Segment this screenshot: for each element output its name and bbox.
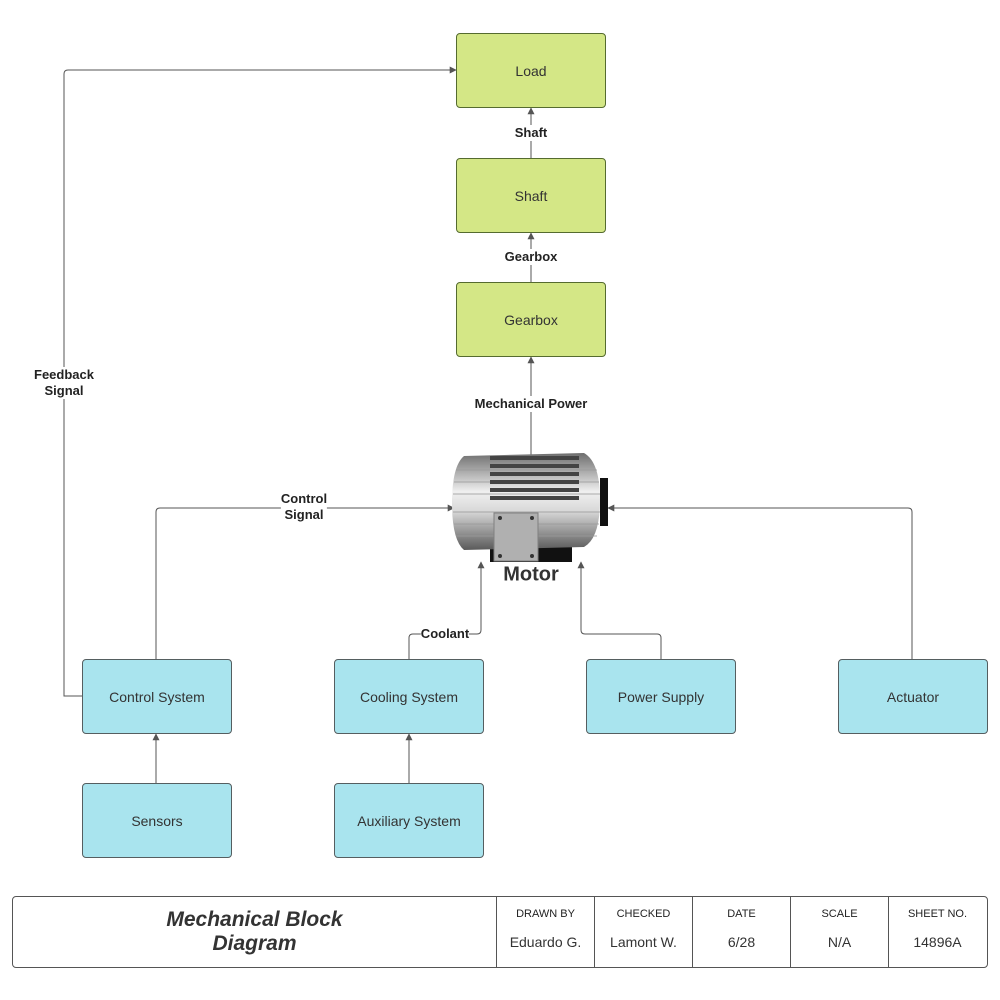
drawn-by-label: DRAWN BY: [516, 908, 575, 920]
edge-power-supply: [577, 561, 662, 659]
title-line2: Diagram: [212, 932, 297, 955]
block-cooling-system[interactable]: Cooling System: [334, 659, 484, 734]
title-block-sheet: SHEET NO. 14896A: [888, 897, 986, 967]
title-block-checked: CHECKED Lamont W.: [594, 897, 692, 967]
title-block-title: Mechanical Block Diagram: [13, 897, 496, 967]
checked-label: CHECKED: [616, 908, 671, 920]
edge-feedback-signal: [63, 66, 457, 697]
edge-actuator: [607, 504, 913, 659]
block-actuator[interactable]: Actuator: [838, 659, 988, 734]
motor-icon[interactable]: [452, 450, 612, 565]
block-control-system[interactable]: Control System: [82, 659, 232, 734]
block-gearbox[interactable]: Gearbox: [456, 282, 606, 357]
block-auxiliary-system[interactable]: Auxiliary System: [334, 783, 484, 858]
drawn-by-value: Eduardo G.: [509, 934, 582, 950]
scale-value: N/A: [827, 934, 852, 950]
edge-coolant: [408, 561, 485, 659]
title-block: Mechanical Block Diagram DRAWN BY Eduard…: [12, 896, 988, 968]
edge-label-feedback-line2: Signal: [44, 383, 84, 398]
scale-label: SCALE: [821, 908, 858, 920]
block-shaft[interactable]: Shaft: [456, 158, 606, 233]
date-label: DATE: [727, 908, 756, 920]
title-block-scale: SCALE N/A: [790, 897, 888, 967]
edge-label-feedback-line1: Feedback: [34, 367, 94, 382]
motor-label: Motor: [503, 563, 559, 586]
sheet-label: SHEET NO.: [907, 908, 968, 920]
sheet-value: 14896A: [913, 934, 962, 950]
edge-control-signal: [155, 504, 455, 659]
title-line1: Mechanical Block: [166, 908, 343, 931]
edge-label-control-line1: Control: [280, 491, 328, 506]
edge-label-shaft: Shaft: [514, 125, 548, 141]
title-block-drawn-by: DRAWN BY Eduardo G.: [496, 897, 594, 967]
edge-label-coolant: Coolant: [420, 626, 470, 642]
edge-label-control-line2: Signal: [284, 507, 324, 522]
edge-label-gearbox: Gearbox: [504, 249, 558, 265]
checked-value: Lamont W.: [610, 934, 677, 950]
edge-label-mechanical-power: Mechanical Power: [474, 396, 588, 412]
edge-label-control-signal: Control Signal: [280, 491, 328, 523]
block-load[interactable]: Load: [456, 33, 606, 108]
edge-label-feedback-signal: Feedback Signal: [34, 367, 94, 399]
title-block-date: DATE 6/28: [692, 897, 790, 967]
block-power-supply[interactable]: Power Supply: [586, 659, 736, 734]
date-value: 6/28: [727, 934, 756, 950]
block-sensors[interactable]: Sensors: [82, 783, 232, 858]
